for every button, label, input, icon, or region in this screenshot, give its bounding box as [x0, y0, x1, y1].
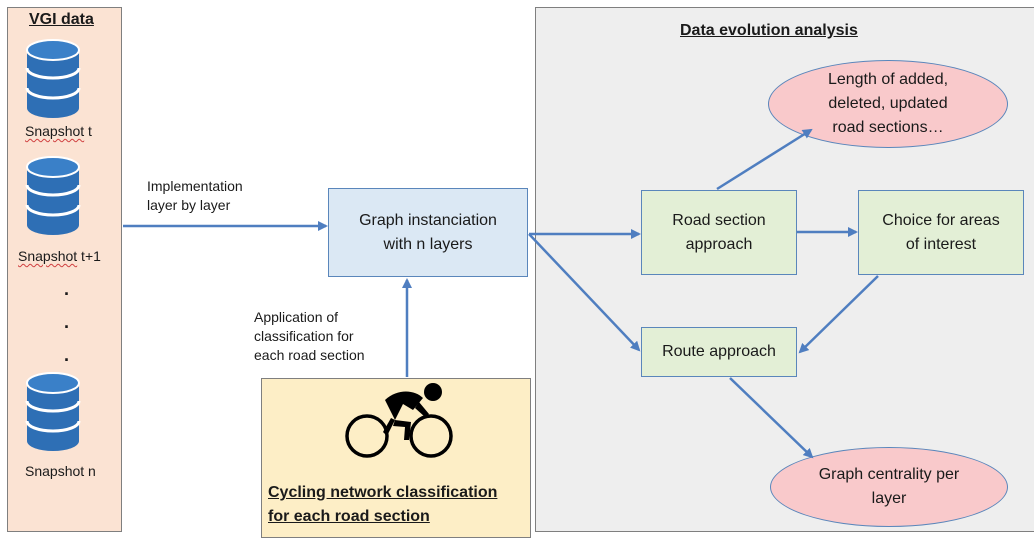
ellipsis-dot: .: [64, 345, 70, 365]
arrow-route-to-centrality: [729, 377, 814, 459]
cycling-classification-title: Cycling network classification for each …: [268, 484, 498, 525]
database-icon: [25, 156, 81, 235]
snapshot-n-label: Snapshot n: [25, 463, 96, 479]
database-icon: [25, 372, 81, 451]
implementation-label: Implementation layer by layer: [147, 178, 243, 213]
ellipsis-dot: .: [64, 279, 70, 299]
cyclist-icon: [345, 383, 453, 458]
arrow-road-to-length: [716, 128, 813, 191]
data-evolution-analysis-title: Data evolution analysis: [680, 22, 858, 39]
database-icon: [25, 39, 81, 118]
route-approach-box: Route approach: [641, 327, 797, 377]
application-label: Application of classification for each r…: [254, 309, 365, 363]
arrow-graph-to-route: [528, 233, 641, 352]
snapshot-t-plus-1-label: Snapshot t+1: [18, 248, 101, 264]
snapshot-t-label: Snapshot t: [25, 123, 92, 139]
vgi-data-title: VGI data: [29, 11, 94, 28]
arrow-choice-to-route: [798, 275, 879, 354]
ellipsis-dot: .: [64, 312, 70, 332]
